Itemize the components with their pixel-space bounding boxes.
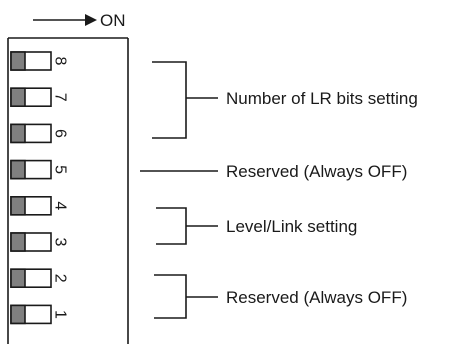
annotation-reserved-5-label: Reserved (Always OFF) [226, 162, 407, 181]
switch-4: 4 [10, 196, 68, 216]
switch-knob [10, 87, 26, 107]
switch-5: 5 [10, 159, 68, 180]
switch-2: 2 [10, 268, 68, 289]
switch-number-label: 8 [51, 57, 68, 66]
switch-3: 3 [10, 232, 68, 252]
switch-knob [10, 304, 26, 325]
switch-number-label: 1 [51, 310, 68, 319]
bracket-lr-bits [152, 61, 187, 139]
switch-knob [10, 268, 26, 289]
switch-knob [10, 123, 26, 144]
on-direction-indicator: ON [33, 11, 126, 30]
annotation-group-reserved-2-1: Reserved (Always OFF) [154, 274, 407, 319]
annotation-lr-bits-label: Number of LR bits setting [226, 89, 418, 108]
switch-body [7, 37, 129, 344]
switch-knob [10, 232, 26, 252]
switch-8: 8 [10, 51, 68, 71]
annotation-group-level-link: Level/Link setting [156, 207, 357, 245]
on-label: ON [100, 11, 126, 30]
switch-number-label: 4 [51, 201, 68, 210]
switch-number-label: 5 [51, 165, 68, 174]
annotation-group-reserved-5: Reserved (Always OFF) [140, 162, 407, 181]
switch-knob [10, 51, 26, 71]
switch-rows: 8 7 6 5 4 3 2 1 [10, 51, 68, 325]
switch-7: 7 [10, 87, 68, 107]
switch-knob [10, 196, 26, 216]
switch-number-label: 6 [51, 129, 68, 138]
switch-number-label: 3 [51, 238, 68, 247]
annotation-level-link-label: Level/Link setting [226, 217, 357, 236]
bracket-reserved-2-1 [154, 274, 187, 319]
arrow-right-icon [85, 14, 97, 26]
switch-number-label: 2 [51, 274, 68, 283]
annotation-group-lr-bits: Number of LR bits setting [152, 61, 418, 139]
bracket-level-link [156, 207, 187, 245]
annotation-reserved-2-1-label: Reserved (Always OFF) [226, 288, 407, 307]
switch-1: 1 [10, 304, 68, 325]
switch-6: 6 [10, 123, 68, 144]
switch-number-label: 7 [51, 93, 68, 102]
switch-knob [10, 159, 26, 180]
